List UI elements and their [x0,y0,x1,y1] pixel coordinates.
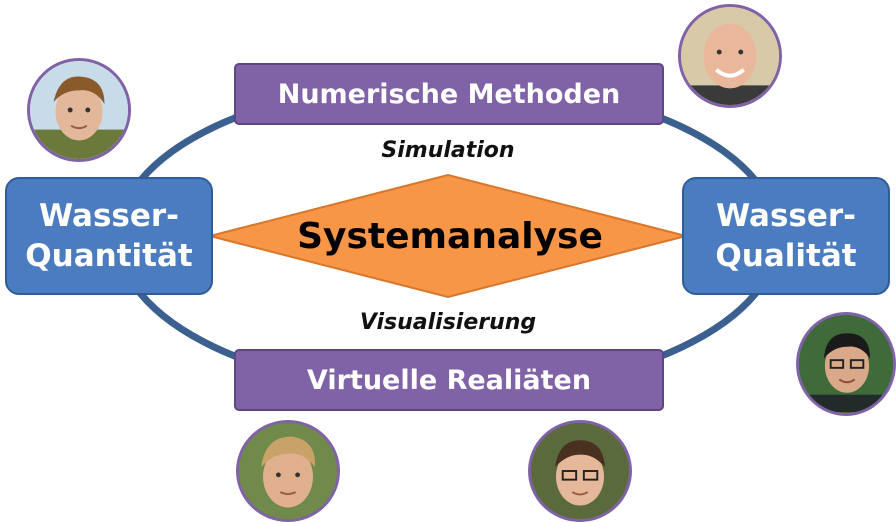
person-portrait-icon [30,61,128,159]
center-title: Systemanalyse [297,215,603,257]
person-portrait-icon [532,423,628,519]
numerische-methoden-box: Numerische Methoden [234,63,664,125]
simulation-label: Simulation [381,138,515,163]
person-portrait-icon [240,423,336,519]
left-box-line1: Wasser- [38,197,180,234]
portrait-right [796,312,896,416]
left-box-line2: Quantität [25,238,193,274]
right-box-line2: Qualität [715,238,857,274]
virtuelle-realiaeten-box: Virtuelle Realiäten [234,349,664,411]
right-box-line1: Wasser- [715,197,857,234]
person-portrait-icon [799,316,893,412]
portrait-bottom-left [236,420,340,522]
person-portrait-icon [681,7,779,105]
portrait-top-left [27,58,131,162]
wasser-quantitaet-box: Wasser- Quantität [5,177,213,295]
portrait-bottom-right [528,420,632,522]
portrait-top-right [678,4,782,108]
visualisierung-label: Visualisierung [359,310,537,335]
wasser-qualitaet-box: Wasser- Qualität [682,177,890,295]
